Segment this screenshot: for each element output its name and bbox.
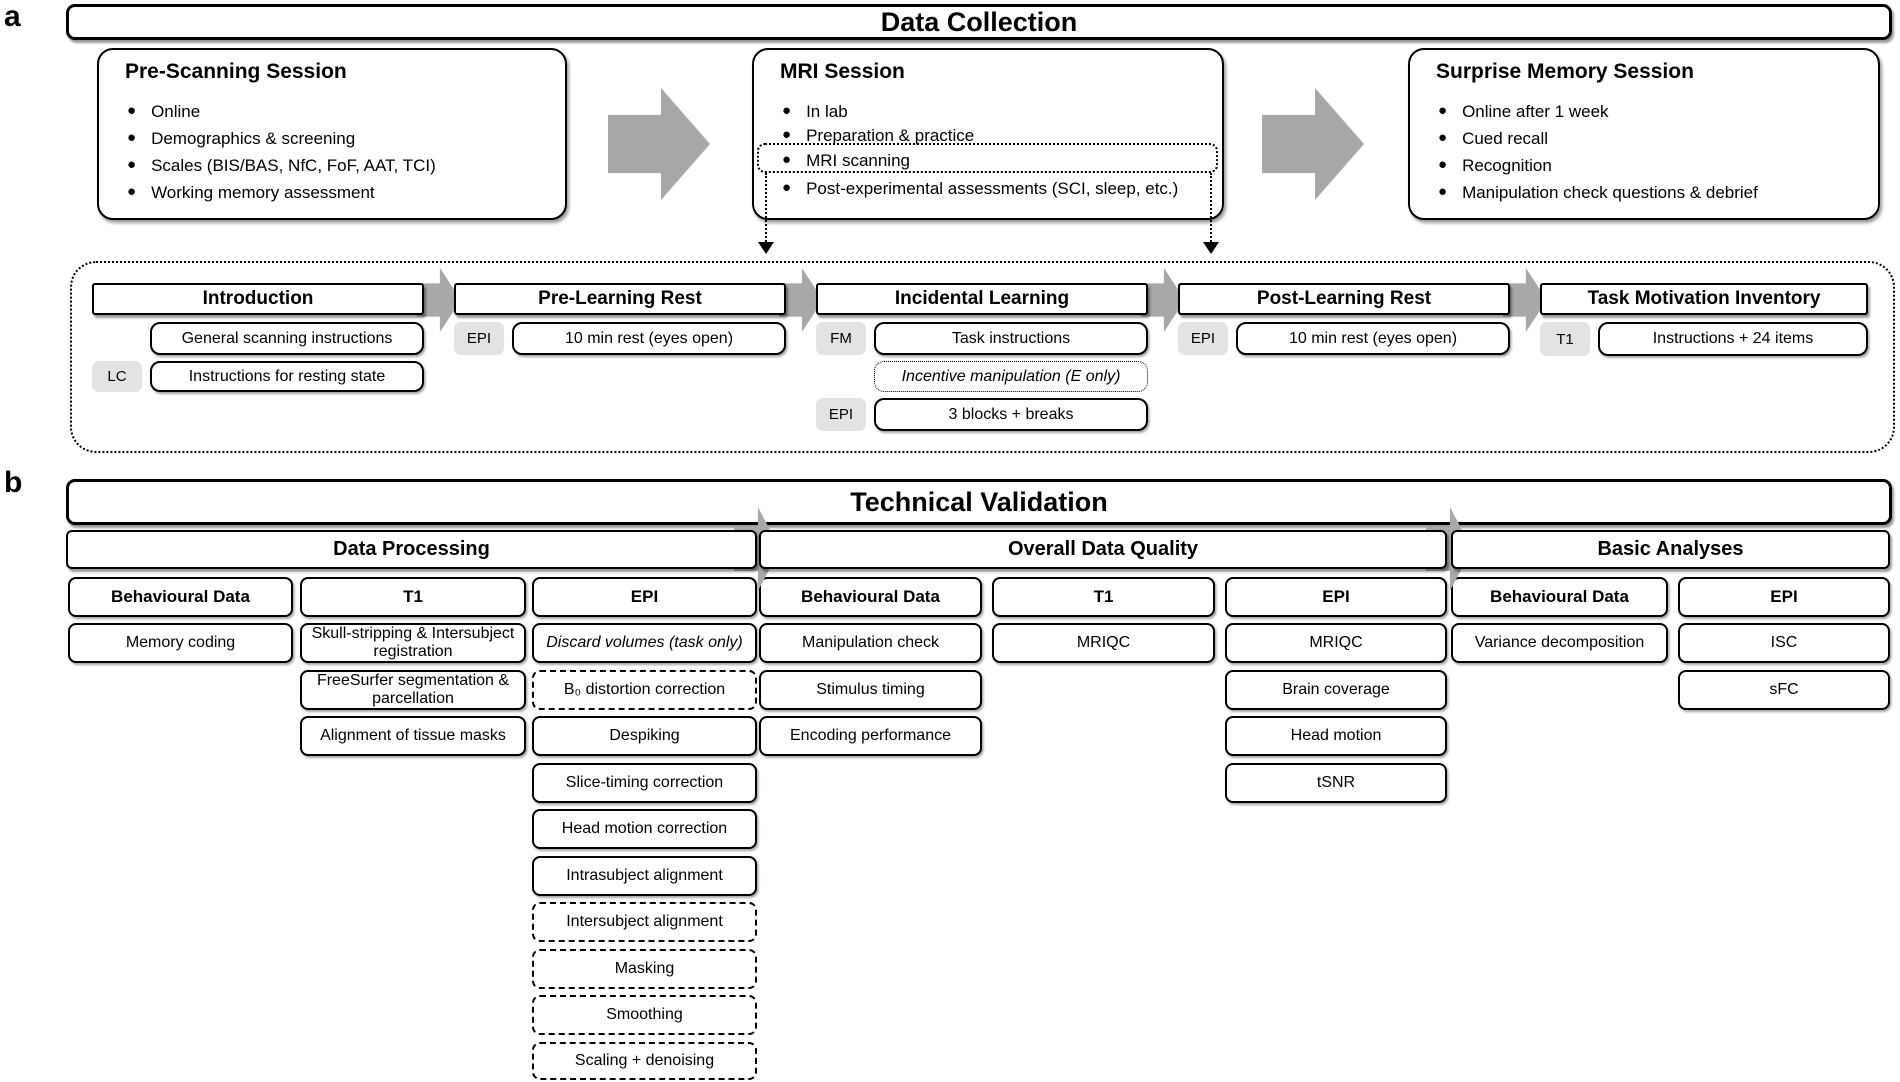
arrowhead-down-icon (758, 242, 774, 254)
section-bar-overall-data-quality: Overall Data Quality (759, 530, 1447, 569)
process-step: Discard volumes (task only) (532, 623, 757, 663)
bullet-dot: ● (1438, 102, 1448, 119)
run-header-post-learning-rest: Post-Learning Rest (1178, 283, 1510, 315)
panel-b-label: b (4, 466, 23, 499)
process-step: Masking (532, 949, 757, 989)
bullet-dot: ● (1438, 183, 1448, 200)
data-collection-title-bar: Data Collection (66, 4, 1892, 40)
surprise-memory-session-box: Surprise Memory Session ●Online after 1 … (1408, 48, 1880, 220)
bullet-item: ●In lab (782, 102, 848, 121)
bullet-item: ●Online after 1 week (1438, 102, 1609, 121)
bullet-dot: ● (782, 179, 792, 196)
scanner-runs-container (70, 261, 1895, 453)
run-item-incentive-manipulation: Incentive manipulation (E only) (874, 361, 1148, 392)
process-step: Scaling + denoising (532, 1042, 757, 1080)
bullet-item: ●Manipulation check questions & debrief (1438, 183, 1758, 202)
run-item: 10 min rest (eyes open) (512, 322, 786, 355)
quality-check: Brain coverage (1225, 670, 1447, 710)
session-title: MRI Session (780, 60, 905, 83)
process-step: Alignment of tissue masks (300, 716, 526, 756)
right-arrow-icon (608, 88, 710, 200)
process-step: Skull-stripping & Intersubject registrat… (300, 623, 526, 663)
section-bar-basic-analyses: Basic Analyses (1451, 530, 1890, 569)
bullet-item: ●Cued recall (1438, 129, 1549, 148)
bullet-item: ●Scales (BIS/BAS, NfC, FoF, AAT, TCI) (127, 156, 436, 175)
process-step: Intrasubject alignment (532, 856, 757, 896)
panel-a-label: a (4, 0, 21, 33)
arrowhead-down-icon (1203, 242, 1219, 254)
analysis-step: ISC (1678, 623, 1890, 663)
session-title: Pre-Scanning Session (125, 60, 347, 83)
sequence-tag-epi: EPI (816, 398, 866, 431)
quality-check: MRIQC (992, 623, 1215, 663)
column-header-epi: EPI (1225, 577, 1447, 617)
bullet-item: ●Preparation & practice (782, 126, 975, 145)
sequence-tag-t1: T1 (1540, 322, 1590, 356)
dashed-connector-right (1210, 173, 1212, 242)
process-step: Smoothing (532, 995, 757, 1035)
quality-check: MRIQC (1225, 623, 1447, 663)
run-item: 3 blocks + breaks (874, 398, 1148, 431)
bullet-dot: ● (1438, 129, 1448, 146)
quality-check: Stimulus timing (759, 670, 982, 710)
sequence-tag-epi: EPI (1178, 322, 1228, 355)
bullet-item: ●Online (127, 102, 201, 121)
bullet-item: ●Recognition (1438, 156, 1552, 175)
right-arrow-icon (1262, 88, 1364, 200)
run-item: Instructions + 24 items (1598, 322, 1868, 356)
sequence-tag-epi: EPI (454, 322, 504, 355)
section-bar-data-processing: Data Processing (66, 530, 757, 569)
process-step: Intersubject alignment (532, 902, 757, 942)
bullet-dot: ● (127, 102, 137, 119)
analysis-step: sFC (1678, 670, 1890, 710)
mri-session-box: MRI Session ●In lab ●Preparation & pract… (752, 48, 1224, 220)
run-item: Task instructions (874, 322, 1148, 355)
quality-check: Encoding performance (759, 716, 982, 756)
column-header-behavioural-data: Behavioural Data (68, 577, 293, 617)
bullet-item: ●Demographics & screening (127, 129, 356, 148)
sequence-tag-lc: LC (92, 361, 142, 392)
process-step: Memory coding (68, 623, 293, 663)
quality-check: Head motion (1225, 716, 1447, 756)
column-header-epi: EPI (532, 577, 757, 617)
run-header-task-motivation-inventory: Task Motivation Inventory (1540, 283, 1868, 315)
bullet-dot: ● (127, 156, 137, 173)
bullet-item: ●Working memory assessment (127, 183, 375, 202)
bullet-item: ●MRI scanning (782, 151, 910, 170)
process-step: FreeSurfer segmentation & parcellation (300, 670, 526, 710)
process-step: Head motion correction (532, 809, 757, 849)
run-header-introduction: Introduction (92, 283, 424, 315)
run-header-pre-learning-rest: Pre-Learning Rest (454, 283, 786, 315)
process-step: B₀ distortion correction (532, 670, 757, 710)
bullet-dot: ● (782, 102, 792, 119)
quality-check: Manipulation check (759, 623, 982, 663)
column-header-behavioural-data: Behavioural Data (1451, 577, 1668, 617)
process-step: Slice-timing correction (532, 763, 757, 803)
mri-scanning-dotted-outline (757, 143, 1218, 173)
bullet-dot: ● (782, 126, 792, 143)
analysis-step: Variance decomposition (1451, 623, 1668, 663)
bullet-dot: ● (127, 129, 137, 146)
dashed-connector-left (765, 173, 767, 242)
column-header-t1: T1 (992, 577, 1215, 617)
column-header-t1: T1 (300, 577, 526, 617)
bullet-item: ●Post-experimental assessments (SCI, sle… (782, 179, 1179, 198)
technical-validation-title-bar: Technical Validation (66, 479, 1892, 525)
session-title: Surprise Memory Session (1436, 60, 1694, 83)
run-header-incidental-learning: Incidental Learning (816, 283, 1148, 315)
run-item: General scanning instructions (150, 322, 424, 355)
column-header-behavioural-data: Behavioural Data (759, 577, 982, 617)
run-item: 10 min rest (eyes open) (1236, 322, 1510, 355)
bullet-dot: ● (127, 183, 137, 200)
quality-check: tSNR (1225, 763, 1447, 803)
bullet-dot: ● (782, 151, 792, 168)
process-step: Despiking (532, 716, 757, 756)
column-header-epi: EPI (1678, 577, 1890, 617)
sequence-tag-fm: FM (816, 322, 866, 355)
pre-scanning-session-box: Pre-Scanning Session ●Online ●Demographi… (97, 48, 567, 220)
bullet-dot: ● (1438, 156, 1448, 173)
run-item: Instructions for resting state (150, 361, 424, 392)
